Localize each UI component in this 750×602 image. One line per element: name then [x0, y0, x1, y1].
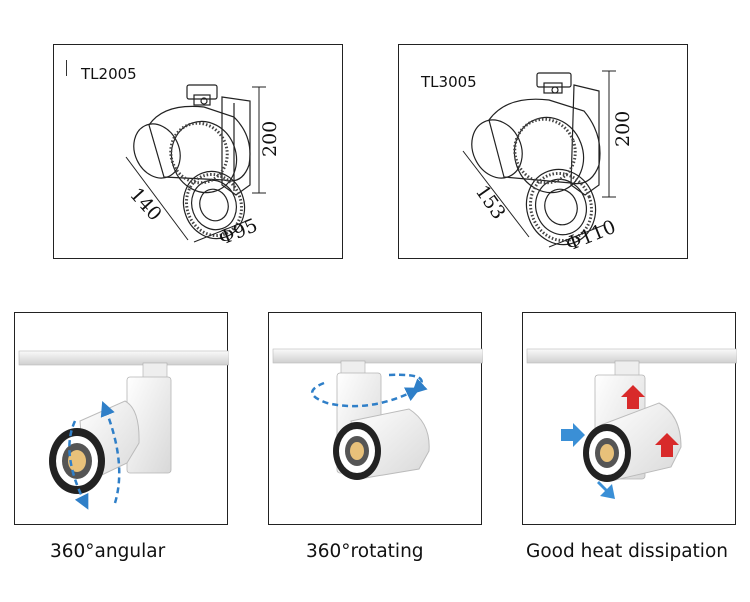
rotating-product-photo [272, 348, 483, 480]
text-cursor-mark [66, 60, 67, 76]
tl3005-length-dim: 153 [471, 181, 510, 223]
tl3005-drawing-panel: TL3005 200 153 Φ110 [398, 44, 688, 259]
tl3005-height-dim: 200 [612, 111, 634, 147]
tl2005-height-dim: 200 [259, 121, 281, 157]
caption-heat: Good heat dissipation [526, 541, 728, 562]
tl2005-diameter-dim: Φ95 [216, 214, 261, 249]
angular-product-photo [18, 350, 229, 510]
tl2005-length-dim: 140 [125, 184, 166, 226]
feature-panel-heat [522, 312, 737, 525]
heat-dissipation-product-photo [526, 348, 737, 499]
tl2005-line-drawing: 200 140 Φ95 [125, 84, 281, 250]
model-label-tl3005: TL3005 [421, 73, 477, 91]
tl2005-drawing-panel: TL2005 200 140 [53, 44, 343, 259]
model-label-tl2005: TL2005 [81, 65, 137, 83]
tl3005-line-drawing: 200 153 Φ110 [462, 70, 634, 256]
feature-panel-angular [14, 312, 229, 525]
caption-rotating: 360°rotating [306, 541, 424, 562]
feature-panel-rotating [268, 312, 483, 525]
caption-angular: 360°angular [50, 541, 166, 562]
